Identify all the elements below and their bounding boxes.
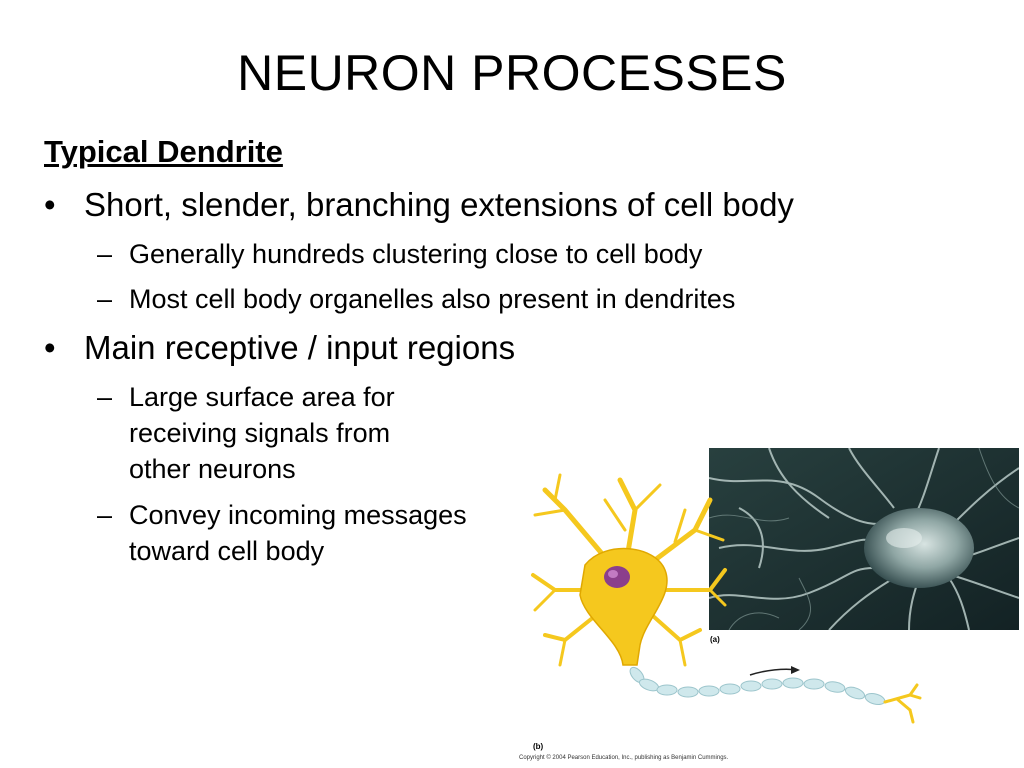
sub-bullet-marker: – <box>97 239 113 269</box>
sub-bullet-text-line: receiving signals from <box>129 418 391 448</box>
sub-bullet-marker: – <box>97 500 113 530</box>
sub-bullet-text: Generally hundreds clustering close to c… <box>129 239 703 269</box>
bullet-marker: • <box>44 329 56 366</box>
bullet-marker: • <box>44 186 56 223</box>
sub-bullet-text: Most cell body organelles also present i… <box>129 284 736 314</box>
neuron-illustration-image <box>531 473 922 724</box>
slide-title: NEURON PROCESSES <box>237 45 787 101</box>
bullet-text: Main receptive / input regions <box>84 329 516 366</box>
copyright-notice: Copyright © 2004 Pearson Education, Inc.… <box>519 755 729 761</box>
sub-bullet-marker: – <box>97 284 113 314</box>
dendrite-micrograph-image <box>709 448 1019 630</box>
sub-bullet-text-line: Large surface area for <box>129 382 395 412</box>
bullet-text: Short, slender, branching extensions of … <box>84 186 794 223</box>
sub-bullet-text-line: toward cell body <box>129 536 325 566</box>
sub-bullet-marker: – <box>97 382 113 412</box>
figure-label-b: (b) <box>533 742 544 751</box>
sub-bullet-text-line: other neurons <box>129 454 296 484</box>
sub-bullet-text-line: Convey incoming messages <box>129 500 467 530</box>
section-heading: Typical Dendrite <box>44 134 283 169</box>
figure-label-a: (a) <box>710 635 720 644</box>
